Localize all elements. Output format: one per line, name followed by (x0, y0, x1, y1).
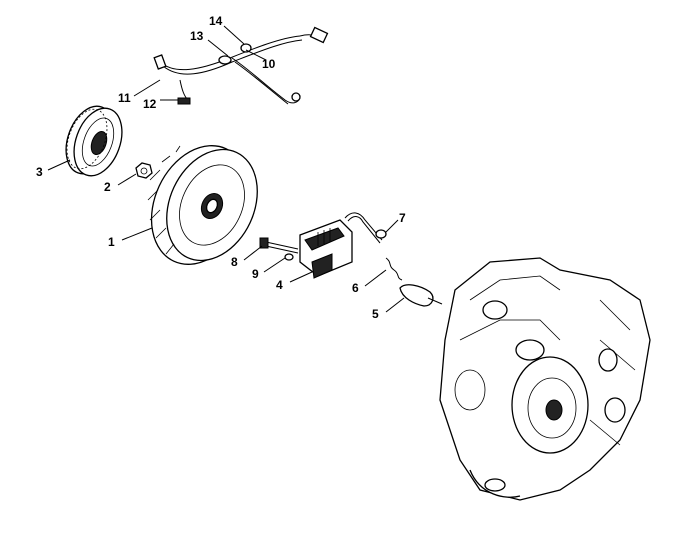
callout-7: 7 (399, 211, 406, 225)
callout-13: 13 (190, 29, 204, 43)
callout-11: 11 (118, 91, 131, 105)
ignition-module (299, 212, 383, 279)
callout-3: 3 (36, 165, 43, 179)
starter-pulley (65, 105, 123, 177)
flywheel (147, 145, 258, 265)
callout-4: 4 (276, 278, 283, 292)
callout-8: 8 (231, 255, 238, 269)
callout-10: 10 (262, 57, 276, 71)
callout-12: 12 (143, 97, 157, 111)
callout-9: 9 (252, 267, 259, 281)
flywheel-nut (135, 162, 153, 179)
screw-and-washer (259, 237, 299, 261)
callout-14: 14 (209, 14, 223, 28)
callout-6: 6 (352, 281, 359, 295)
crankcase (439, 257, 651, 501)
callout-5: 5 (372, 307, 379, 321)
callout-1: 1 (108, 235, 115, 249)
callout-2: 2 (104, 180, 111, 194)
leader-lines (47, 25, 405, 313)
wiring-harness (153, 26, 329, 105)
spark-plug-parts (375, 229, 443, 307)
